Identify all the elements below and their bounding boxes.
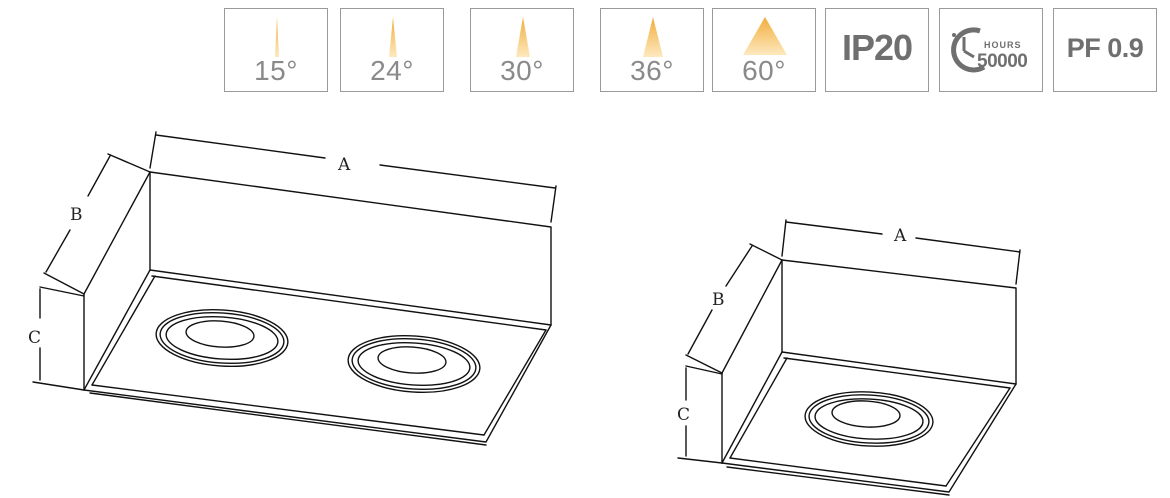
beam-angle-label: 60° [742, 55, 786, 86]
beam-angle-badge-30: 30° [470, 8, 574, 92]
beam-angle-label: 36° [630, 55, 674, 86]
double-dim-a-label: A [337, 155, 351, 175]
light-cone-icon [275, 17, 279, 57]
lifetime-caption: HOURS [984, 40, 1022, 50]
beam-angle-badge-60: 60° [712, 8, 816, 92]
power-factor-label: PF 0.9 [1066, 33, 1144, 63]
double-fixture-drawing [32, 131, 557, 446]
ip-rating-badge: IP20 [825, 8, 929, 92]
beam-angle-label: 30° [500, 55, 544, 86]
feature-badge-row: 15° 24° 30° [224, 8, 1160, 94]
beam-angle-badge-15: 15° [224, 8, 328, 92]
double-dim-c-label: C [28, 328, 41, 348]
beam-angle-label: 24° [370, 55, 414, 86]
lifetime-value: 50000 [977, 51, 1028, 72]
double-dim-b-label: B [70, 205, 83, 225]
single-dim-b-label: B [712, 290, 725, 310]
beam-angle-label: 15° [254, 55, 298, 86]
light-cone-icon [743, 17, 787, 55]
lifetime-badge: HOURS 50000 [939, 8, 1043, 92]
clock-icon [951, 27, 986, 73]
light-cone-icon [516, 17, 530, 57]
single-dim-c-label: C [677, 405, 690, 425]
light-cone-icon [389, 17, 397, 57]
beam-angle-badge-24: 24° [340, 8, 444, 92]
power-factor-badge: PF 0.9 [1053, 8, 1157, 92]
light-cone-icon [643, 17, 663, 57]
single-dim-a-label: A [893, 226, 907, 246]
beam-angle-badge-36: 36° [600, 8, 704, 92]
ip-rating-label: IP20 [841, 27, 913, 68]
single-fixture-drawing [677, 219, 1021, 496]
